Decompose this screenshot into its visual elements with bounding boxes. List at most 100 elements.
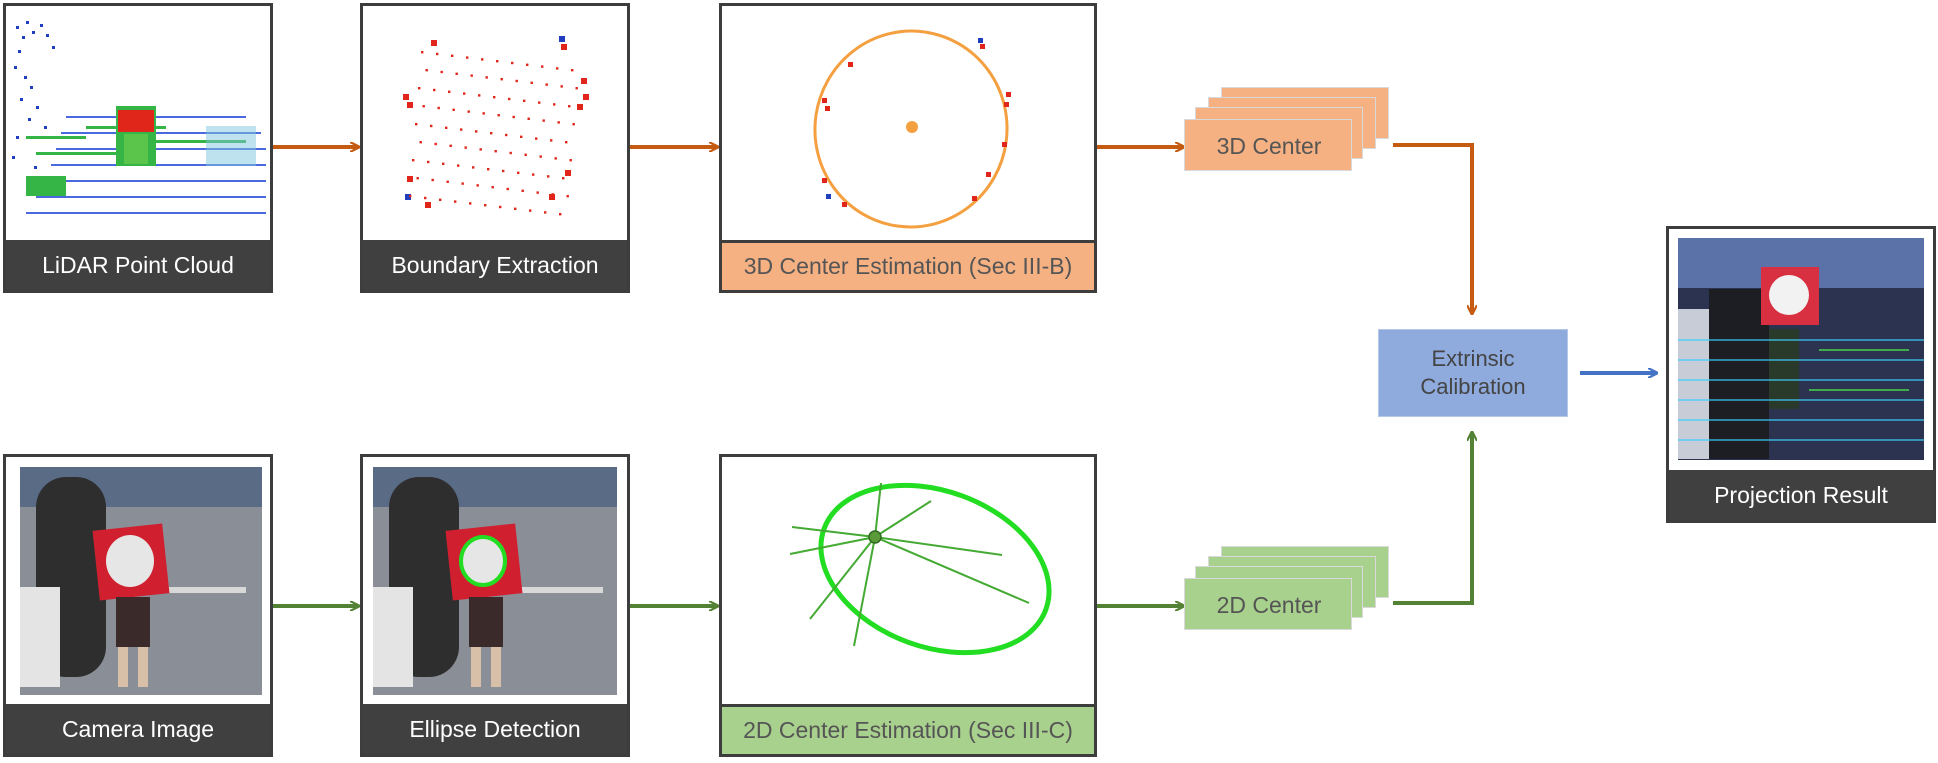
boundary-inner-point bbox=[568, 105, 571, 108]
boundary-inner-point bbox=[484, 204, 487, 207]
boundary-inner-point bbox=[491, 186, 494, 189]
projection-result-caption: Projection Result bbox=[1669, 470, 1933, 520]
boundary-inner-point bbox=[421, 51, 424, 54]
boundary-inner-point bbox=[451, 54, 454, 57]
camera-image-panel: Camera Image bbox=[3, 454, 273, 757]
boundary-inner-point bbox=[490, 132, 493, 135]
boundary-inner-point bbox=[481, 58, 484, 61]
boundary-inner-point bbox=[469, 202, 472, 205]
calibration-line-2: Calibration bbox=[1420, 374, 1526, 399]
boundary-inner-point bbox=[523, 99, 526, 102]
boundary-inner-point bbox=[551, 193, 554, 196]
ellipse-detection-photo bbox=[373, 467, 617, 695]
boundary-inner-point bbox=[509, 151, 512, 155]
arrow-2d-center-to-calibration bbox=[1393, 433, 1472, 605]
2d-ellipse-fit-plot bbox=[789, 482, 1052, 656]
boundary-inner-point bbox=[545, 83, 548, 86]
boundary-inner-point bbox=[532, 173, 535, 176]
boundary-inner-point bbox=[541, 65, 544, 68]
boundary-inner-point bbox=[496, 60, 499, 63]
boundary-inner-point bbox=[536, 191, 539, 194]
lidar-point-cloud-caption: LiDAR Point Cloud bbox=[6, 240, 270, 290]
2d-center-estimation-panel: 2D Center Estimation (Sec III-C) bbox=[719, 454, 1097, 757]
3d-center-label: 3D Center bbox=[1216, 132, 1322, 159]
boundary-inner-point bbox=[461, 182, 464, 185]
2d-center-estimation-caption: 2D Center Estimation (Sec III-C) bbox=[722, 704, 1094, 754]
boundary-inner-point bbox=[529, 209, 532, 212]
3d-center-estimation-panel: 3D Center Estimation (Sec III-B) bbox=[719, 3, 1097, 293]
boundary-inner-point bbox=[569, 159, 572, 162]
boundary-inner-point bbox=[431, 178, 434, 182]
boundary-inner-point bbox=[425, 69, 428, 72]
2d-center-card-front: 2D Center bbox=[1184, 578, 1352, 630]
boundary-inner-point bbox=[440, 70, 443, 74]
3d-circle-fit-plot bbox=[813, 29, 1011, 229]
projection-result-image bbox=[1678, 238, 1924, 460]
boundary-inner-point bbox=[521, 189, 524, 192]
boundary-inner-point bbox=[476, 184, 479, 187]
boundary-inner-point bbox=[479, 148, 482, 151]
boundary-inner-point bbox=[538, 101, 541, 104]
boundary-inner-point bbox=[499, 205, 502, 209]
boundary-inner-point bbox=[505, 133, 508, 137]
boundary-inner-point bbox=[515, 79, 518, 83]
boundary-inner-point bbox=[482, 112, 485, 115]
boundary-inner-point bbox=[514, 207, 517, 210]
camera-image-photo bbox=[20, 467, 262, 695]
boundary-inner-point bbox=[434, 142, 437, 146]
boundary-extraction-panel: Boundary Extraction bbox=[360, 3, 630, 293]
boundary-inner-point bbox=[475, 130, 478, 133]
boundary-inner-point bbox=[539, 155, 542, 158]
boundary-inner-point bbox=[520, 135, 523, 138]
boundary-inner-point bbox=[553, 103, 556, 106]
boundary-inner-point bbox=[530, 81, 533, 84]
boundary-inner-point bbox=[470, 74, 473, 77]
boundary-inner-point bbox=[422, 105, 425, 108]
boundary-inner-point bbox=[559, 213, 562, 216]
boundary-inner-point bbox=[500, 78, 503, 81]
boundary-inner-point bbox=[449, 144, 452, 147]
boundary-inner-point bbox=[448, 90, 451, 93]
boundary-inner-point bbox=[415, 123, 418, 126]
boundary-inner-point bbox=[544, 211, 547, 214]
boundary-inner-point bbox=[566, 195, 569, 198]
boundary-inner-point bbox=[512, 115, 515, 119]
3d-center-card-front: 3D Center bbox=[1184, 119, 1352, 171]
boundary-inner-point bbox=[524, 153, 527, 156]
boundary-extraction-caption: Boundary Extraction bbox=[363, 240, 627, 290]
boundary-inner-point bbox=[446, 180, 449, 183]
boundary-inner-point bbox=[424, 196, 427, 200]
boundary-inner-point bbox=[472, 166, 475, 169]
boundary-inner-point bbox=[416, 177, 419, 180]
boundary-inner-point bbox=[430, 124, 433, 128]
boundary-inner-point bbox=[460, 128, 463, 131]
boundary-inner-point bbox=[575, 87, 578, 90]
boundary-inner-point bbox=[487, 168, 490, 171]
boundary-inner-point bbox=[556, 67, 559, 70]
2d-center-label: 2D Center bbox=[1216, 591, 1322, 618]
boundary-inner-point bbox=[560, 85, 563, 88]
boundary-inner-point bbox=[502, 169, 505, 173]
boundary-inner-point bbox=[442, 162, 445, 165]
boundary-inner-point bbox=[409, 195, 412, 198]
3d-center-estimation-caption: 3D Center Estimation (Sec III-B) bbox=[722, 240, 1094, 290]
boundary-inner-point bbox=[562, 177, 565, 180]
boundary-inner-point bbox=[457, 164, 460, 167]
boundary-inner-point bbox=[565, 141, 568, 144]
boundary-inner-point bbox=[572, 123, 575, 126]
boundary-inner-point bbox=[547, 175, 550, 178]
boundary-inner-point bbox=[467, 110, 470, 113]
lidar-point-cloud-image bbox=[12, 21, 266, 214]
boundary-inner-point bbox=[427, 160, 430, 164]
ellipse-detection-panel: Ellipse Detection bbox=[360, 454, 630, 757]
boundary-inner-point bbox=[511, 61, 514, 65]
extrinsic-calibration-box: Extrinsic Calibration bbox=[1378, 329, 1568, 417]
boundary-inner-point bbox=[464, 146, 467, 149]
boundary-inner-point bbox=[517, 171, 520, 174]
boundary-inner-point bbox=[493, 96, 496, 99]
boundary-inner-point bbox=[557, 121, 560, 124]
boundary-inner-point bbox=[419, 141, 422, 144]
boundary-inner-point bbox=[466, 56, 469, 59]
boundary-inner-point bbox=[497, 114, 500, 117]
